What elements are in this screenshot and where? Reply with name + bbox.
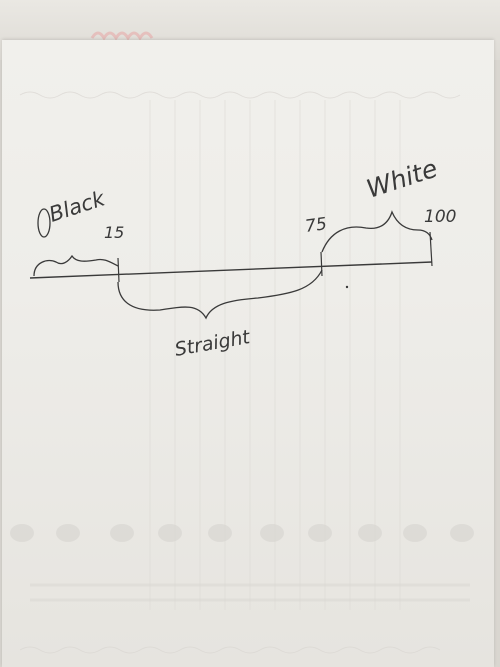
label-black: Black <box>46 186 108 227</box>
label-white: White <box>363 154 441 204</box>
black-brace <box>33 254 119 277</box>
label-straight: Straight <box>173 326 253 361</box>
scale-line <box>29 261 433 279</box>
label-15: 15 <box>104 223 124 242</box>
white-brace <box>321 210 433 253</box>
stray-dot <box>345 285 349 289</box>
paper-sheet <box>2 40 494 667</box>
tick-15 <box>117 257 120 283</box>
label-100: 100 <box>424 207 456 227</box>
tick-75 <box>320 251 323 277</box>
label-75: 75 <box>304 214 328 237</box>
circle-mark <box>37 208 51 238</box>
background-logo <box>90 31 154 41</box>
straight-brace <box>117 269 323 320</box>
